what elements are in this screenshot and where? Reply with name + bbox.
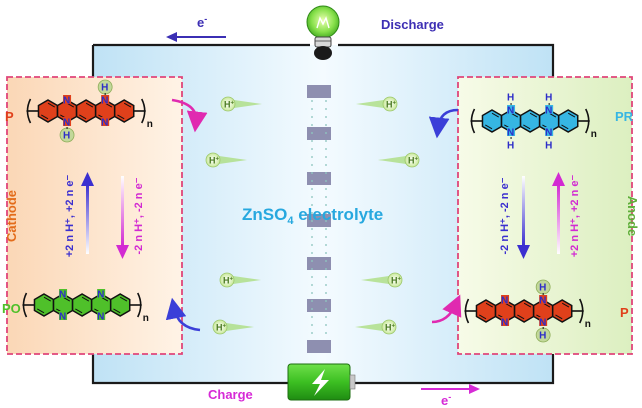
proton-icon: H+ — [220, 96, 262, 112]
nitrogen-atom: N — [59, 312, 66, 323]
nitrogen-atom: N — [539, 296, 546, 307]
cathode-up-arrow — [81, 172, 94, 254]
nitrogen-atom: N — [63, 118, 70, 129]
proton-icon: H+ — [361, 272, 403, 288]
repeat-unit-n: n — [147, 119, 153, 130]
hydrogen-atom: H — [507, 93, 514, 104]
nitrogen-atom: N — [507, 128, 514, 139]
proton-markers: H+ H+ H+ H+ H+ H+ H+ H+ — [205, 96, 420, 335]
nitrogen-atom: N — [545, 106, 552, 117]
proton-label: H+ — [408, 156, 419, 166]
anode-down-arrow — [517, 176, 530, 259]
proton-label: H+ — [209, 156, 220, 166]
electron-label-bottom: e- — [441, 392, 451, 408]
nitrogen-atom: N — [97, 290, 104, 301]
proton-label: H+ — [223, 276, 234, 286]
proton-label: H+ — [385, 323, 396, 333]
electrolyte-label: ZnSO4 electrolyte — [242, 205, 383, 227]
hydrogen-atom: H — [539, 283, 546, 294]
electron-label-top: e- — [197, 14, 207, 30]
hydrogen-atom: H — [545, 141, 552, 152]
nitrogen-atom: N — [501, 318, 508, 329]
charge-label: Charge — [208, 387, 253, 402]
anode-bottom-polymer-label: P — [620, 305, 629, 320]
cathode-bottom-transfer-arrow — [165, 297, 201, 332]
repeat-unit-n: n — [143, 313, 149, 324]
hydrogen-atom: H — [507, 141, 514, 152]
cathode-bottom-polymer-label: PO — [2, 301, 21, 316]
nitrogen-atom: N — [501, 296, 508, 307]
repeat-unit-n: n — [591, 129, 597, 140]
anode-top-polymer-label: PR — [615, 109, 634, 124]
lightbulb-icon — [306, 5, 340, 60]
proton-icon: H+ — [355, 319, 397, 335]
nitrogen-atom: N — [59, 290, 66, 301]
nitrogen-atom: N — [545, 128, 552, 139]
battery-icon — [287, 363, 356, 401]
proton-label: H+ — [386, 100, 397, 110]
nitrogen-atom: N — [507, 106, 514, 117]
cathode-down-arrow-label: -2 n H⁺, -2 n e⁻ — [133, 177, 145, 254]
anode-bottom-transfer-arrow — [431, 294, 462, 324]
proton-icon: H+ — [205, 152, 247, 168]
cathode-top-polymer-label: P — [5, 109, 14, 124]
nitrogen-atom: N — [101, 118, 108, 129]
anode-down-arrow-label: -2 n H⁺, -2 n e⁻ — [499, 177, 511, 254]
proton-icon: H+ — [356, 96, 398, 112]
anode-up-arrow — [552, 172, 565, 254]
cathode-down-arrow — [116, 176, 129, 259]
proton-label: H+ — [224, 100, 235, 110]
proton-label: H+ — [216, 323, 227, 333]
nitrogen-atom: N — [97, 312, 104, 323]
proton-icon: H+ — [378, 152, 420, 168]
hydrogen-atom: H — [545, 93, 552, 104]
electron-flow-bottom-arrow — [421, 384, 480, 394]
proton-label: H+ — [391, 276, 402, 286]
proton-icon: H+ — [219, 272, 261, 288]
anode-top-transfer-arrow — [428, 108, 459, 139]
anode-up-arrow-label: +2 n H⁺, +2 n e⁻ — [569, 175, 581, 258]
nitrogen-atom: N — [539, 318, 546, 329]
cathode-top-transfer-arrow — [171, 98, 208, 133]
nitrogen-atom: N — [101, 96, 108, 107]
anode-label: Anode — [625, 196, 640, 236]
discharge-label: Discharge — [381, 17, 444, 32]
electron-flow-top-arrow — [166, 32, 226, 42]
hydrogen-atom: H — [63, 131, 70, 142]
separator-membrane — [307, 85, 331, 353]
cathode-label: Cathode — [4, 190, 19, 242]
cathode-up-arrow-label: +2 n H⁺, +2 n e⁻ — [64, 175, 76, 258]
nitrogen-atom: N — [63, 96, 70, 107]
hydrogen-atom: H — [101, 83, 108, 94]
repeat-unit-n: n — [585, 319, 591, 330]
proton-icon: H+ — [212, 319, 254, 335]
hydrogen-atom: H — [539, 331, 546, 342]
